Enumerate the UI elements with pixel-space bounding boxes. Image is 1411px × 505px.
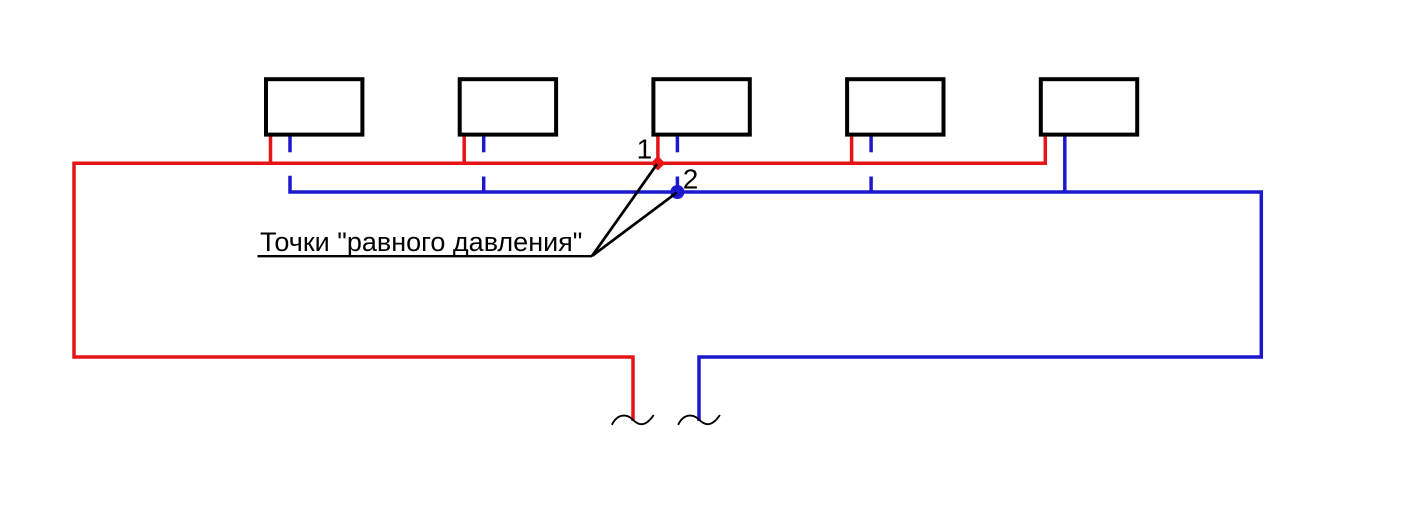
svg-text:Точки "равного давления": Точки "равного давления" bbox=[260, 227, 582, 257]
svg-text:2: 2 bbox=[683, 164, 699, 195]
svg-text:1: 1 bbox=[637, 133, 653, 164]
